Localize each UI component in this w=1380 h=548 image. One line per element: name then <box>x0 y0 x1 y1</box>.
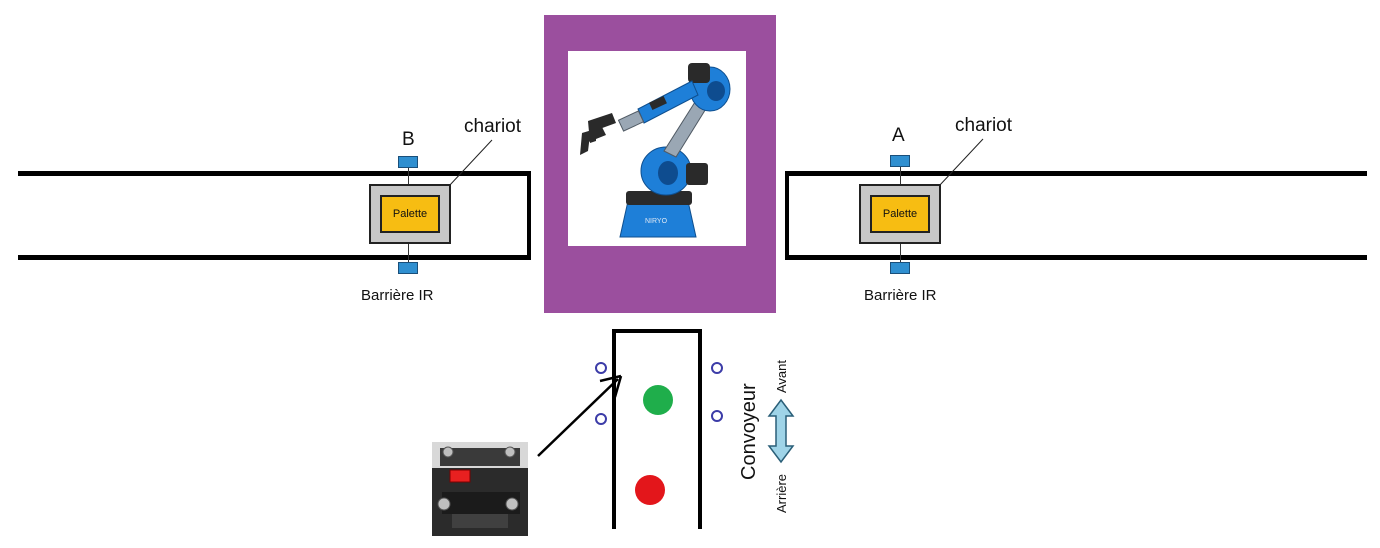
left-chariot-label: chariot <box>464 116 522 137</box>
red-light <box>635 475 665 505</box>
direction-arrow-icon <box>767 398 795 464</box>
left-chariot: Palette <box>369 184 451 244</box>
control-box-image <box>432 442 528 536</box>
green-light <box>643 385 673 415</box>
robot-image: NIRYO <box>568 51 746 246</box>
robot-frame: NIRYO <box>544 15 776 313</box>
left-sensor-id: B <box>402 129 415 150</box>
right-chariot-label: chariot <box>955 115 1013 136</box>
right-ir-sensor-top <box>890 155 910 167</box>
conveyor-sensor-ring-top-left <box>595 362 607 374</box>
right-track-bottom-rail <box>785 255 1367 260</box>
right-track-top-rail <box>785 171 1367 176</box>
left-ir-sensor-bottom <box>398 262 418 274</box>
right-palette: Palette <box>870 195 930 233</box>
conveyor-sensor-ring-top-right <box>711 362 723 374</box>
robot-arm-illustration: NIRYO <box>580 63 731 238</box>
left-ir-sensor-top <box>398 156 418 168</box>
right-ir-sensor-bottom <box>890 262 910 274</box>
left-palette-label: Palette <box>392 208 428 220</box>
right-chariot: Palette <box>859 184 941 244</box>
conveyor-top-edge <box>612 329 702 333</box>
conveyor-left-wall <box>612 329 616 529</box>
left-palette: Palette <box>380 195 440 233</box>
left-track-end-wall <box>527 171 531 260</box>
left-track-bottom-rail <box>18 255 531 260</box>
control-box-illustration <box>432 442 528 536</box>
conveyor-sensor-ring-mid-left <box>595 413 607 425</box>
conveyor-right-wall <box>698 329 702 529</box>
right-sensor-id: A <box>892 125 905 146</box>
right-sensor-label: Barrière IR <box>864 287 937 304</box>
left-sensor-label: Barrière IR <box>361 287 434 304</box>
right-palette-label: Palette <box>882 208 918 220</box>
right-track-end-wall <box>785 171 789 260</box>
left-chariot-leader <box>448 139 493 187</box>
robot-brand: NIRYO <box>645 218 668 225</box>
right-chariot-leader <box>938 138 984 187</box>
left-track-top-rail <box>18 171 531 176</box>
conveyor-sensor-ring-mid-right <box>711 410 723 422</box>
